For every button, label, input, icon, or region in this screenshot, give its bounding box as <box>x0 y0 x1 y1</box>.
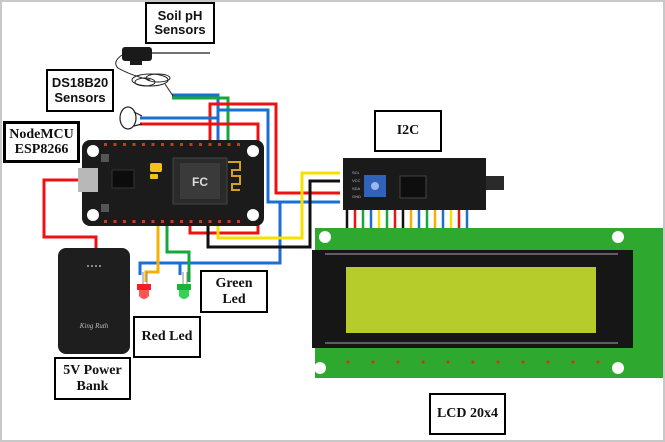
label-lcd-20x4: LCD 20x4 <box>429 393 506 435</box>
header-pin <box>208 220 212 223</box>
wire-blue-right <box>218 108 340 204</box>
header-pin <box>218 143 221 146</box>
header-pin <box>161 143 164 146</box>
wires <box>42 93 340 282</box>
label-5v-power-bank: 5V Power Bank <box>54 357 131 400</box>
i2c-pin-gnd: GND <box>352 194 361 199</box>
i2c-module: SCL VCC SDA GND <box>343 158 504 235</box>
wire-yellow-scl <box>216 171 340 240</box>
header-pin <box>151 220 155 223</box>
header-pin <box>104 143 107 146</box>
lcd-pad <box>346 360 350 364</box>
ds18b20-probe-2 <box>119 106 143 130</box>
header-pin <box>142 220 145 223</box>
label-red-led: Red Led <box>133 316 201 358</box>
label-green-led: Green Led <box>200 270 268 313</box>
lcd-screen <box>346 267 596 333</box>
label-line: DS18B20 <box>51 75 109 91</box>
header-pin <box>180 143 183 146</box>
label-line: Sensors <box>154 22 206 37</box>
svg-text:FC: FC <box>192 175 208 189</box>
power-bank: King Ruth <box>58 248 130 354</box>
label-line: 5V Power <box>63 363 122 379</box>
header-pin <box>189 220 193 223</box>
label-line: ESP8266 <box>14 142 69 157</box>
label-ds18b20-sensors: DS18B20 Sensors <box>46 69 114 112</box>
lcd-pad <box>546 360 550 364</box>
nodemcu-board: FC <box>78 140 264 226</box>
header-pin <box>237 220 240 223</box>
header-pin <box>123 143 126 146</box>
header-pin <box>113 143 117 146</box>
header-pin <box>199 220 202 223</box>
i2c-pin-vcc: VCC <box>352 178 361 183</box>
header-pin <box>132 143 136 146</box>
lcd-pad <box>596 360 600 364</box>
header-pin <box>218 220 221 223</box>
wire-orange-led <box>144 226 160 282</box>
green-led <box>177 272 191 299</box>
label-line: Soil pH <box>157 7 203 23</box>
wire-black-gnd <box>206 179 340 249</box>
lcd-pad <box>496 360 500 364</box>
header-pin <box>123 220 126 223</box>
header-pin <box>142 143 145 146</box>
lcd-bottom-dots <box>346 360 600 364</box>
header-pins-bottom <box>104 220 240 223</box>
label-nodemcu-esp8266: NodeMCU ESP8266 <box>3 121 80 163</box>
wire-power-red <box>42 178 98 248</box>
ds18b20-probe-1 <box>131 73 174 97</box>
header-pin <box>227 143 231 146</box>
lcd-pad <box>396 360 400 364</box>
header-pin <box>237 143 240 146</box>
lcd-pad <box>446 360 450 364</box>
label-line: LCD 20x4 <box>436 406 499 422</box>
soil-ph-sensor <box>115 47 210 81</box>
label-i2c: I2C <box>374 110 442 152</box>
header-pin <box>151 143 155 146</box>
lcd-pad <box>471 360 475 364</box>
label-line: NodeMCU <box>9 126 74 142</box>
header-pin <box>170 143 174 146</box>
label-line: Green <box>215 276 253 292</box>
wire-ds18b20-green <box>172 96 230 140</box>
lcd-pad <box>521 360 525 364</box>
header-pin <box>180 220 183 223</box>
red-led <box>137 272 151 299</box>
label-line: Red Led <box>141 329 193 345</box>
header-pin <box>189 143 193 146</box>
lcd-display <box>312 228 663 378</box>
lcd-pad <box>371 360 375 364</box>
i2c-pin-scl: SCL <box>352 170 361 175</box>
wire-blue-down <box>138 202 282 275</box>
header-pin <box>170 220 174 223</box>
header-pin <box>113 220 117 223</box>
header-pin <box>227 220 231 223</box>
i2c-pin-sda: SDA <box>352 186 361 191</box>
lcd-pad <box>421 360 425 364</box>
header-pin <box>199 143 202 146</box>
lcd-pad <box>571 360 575 364</box>
label-soil-ph-sensors: Soil pH Sensors <box>145 2 215 44</box>
header-pin <box>161 220 164 223</box>
label-line: Bank <box>76 378 109 394</box>
header-pins-top <box>104 143 240 146</box>
label-line: I2C <box>396 123 420 139</box>
wire-green-led <box>165 226 191 282</box>
label-line: Sensors <box>54 89 106 105</box>
label-line: Led <box>222 291 246 307</box>
power-bank-brand: King Ruth <box>79 322 109 330</box>
wire-red-top <box>208 102 340 195</box>
header-pin <box>132 220 136 223</box>
header-pin <box>208 143 212 146</box>
header-pin <box>104 220 107 223</box>
wire-ds18b20-2-red <box>140 122 260 235</box>
